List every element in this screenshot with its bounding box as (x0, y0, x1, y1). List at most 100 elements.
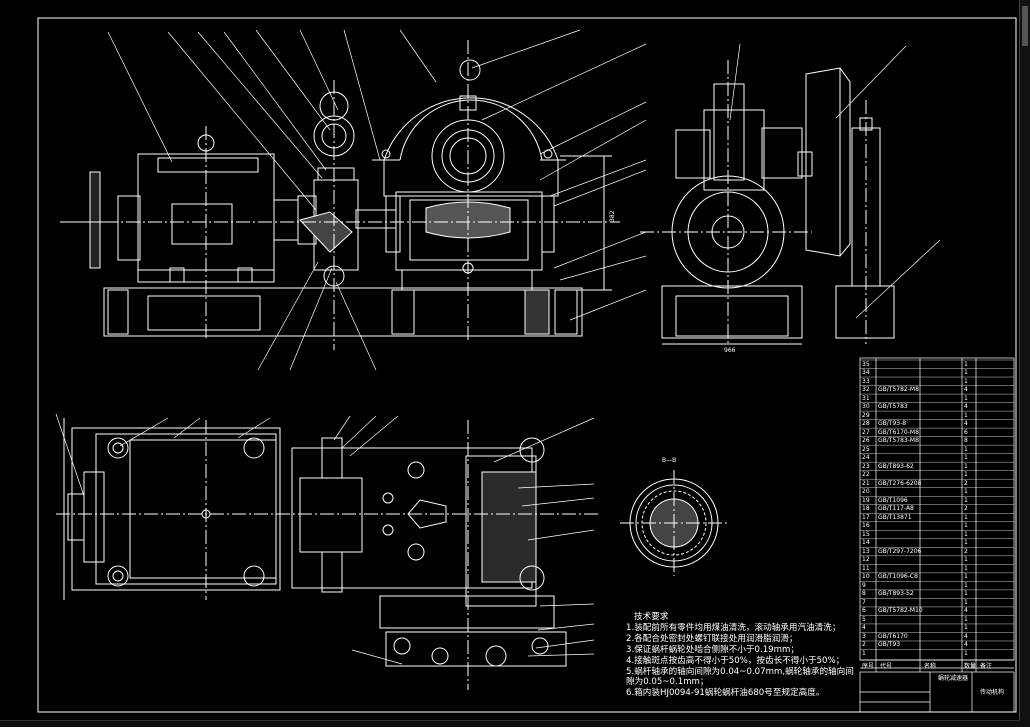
bom-cell: 11 (862, 564, 870, 572)
top-view (56, 418, 600, 690)
tech-req-line: 3.保证蜗杆蜗轮处啮合侧隙不小于0.19mm； (626, 644, 799, 655)
bom-cell: 1 (964, 556, 968, 564)
bom-cell: 1 (964, 539, 968, 547)
bom-cell: 1 (964, 445, 968, 453)
bom-cell: 4 (964, 641, 968, 649)
section-b-b (620, 470, 728, 576)
bom-cell: 3 (862, 632, 866, 640)
bom-cell: 13 (862, 547, 870, 555)
bom-cell: 6 (964, 428, 968, 436)
bom-cell: GB/T276-6208 (878, 479, 922, 487)
bom-cell: 4 (964, 607, 968, 615)
title-block-unit: 传动机构 (980, 688, 1004, 696)
bom-cell: 32 (862, 386, 870, 394)
bom-cell: 4 (964, 420, 968, 428)
bom-cell: 4 (862, 624, 866, 632)
bom-header-cell: 数量 (964, 663, 977, 670)
bom-cell: 34 (862, 369, 870, 376)
bom-cell: 1 (964, 522, 968, 530)
bom-cell: 23 (862, 462, 870, 470)
bom-cell: GB/T93 (878, 641, 901, 649)
bom-cell: 29 (862, 411, 870, 419)
bom-cell: 1 (964, 377, 968, 385)
bom-cell: 1 (964, 369, 968, 376)
bom-cell: 1 (964, 454, 968, 462)
bom-cell: GB/T6170 (878, 632, 908, 640)
bom-table-grid (859, 357, 1015, 713)
bom-cell: 21 (862, 479, 870, 487)
bom-header-cell: 序号 (862, 663, 875, 670)
bom-rows (860, 359, 1014, 650)
bom-cell: GB/T1096 (878, 496, 908, 504)
bom-cell: 16 (862, 522, 870, 530)
bom-cell: 1 (964, 573, 968, 581)
bom-cell: 17 (862, 513, 870, 521)
bom-cell: 1 (964, 530, 968, 538)
bom-cell: 26 (862, 437, 870, 445)
bom-cell: 15 (862, 530, 870, 538)
bom-cell: 10 (862, 573, 870, 581)
bom-cell: 1 (964, 488, 968, 496)
bom-cell: 7 (862, 598, 866, 606)
leader-lines (55, 29, 941, 665)
bom-header-cell: 名称 (924, 663, 937, 670)
bom-cell: 9 (862, 581, 866, 589)
tech-req-line: 5.蜗杆轴承的轴向间隙为0.04~0.07mm,蜗轮轴承的轴向间隙为0.05~0… (626, 666, 854, 688)
title-block-name: 蜗轮减速器 (938, 674, 968, 682)
bom-cell: 28 (862, 420, 870, 428)
bom-cell: 1 (964, 598, 968, 606)
tech-req-line: 1.装配前所有零件均用煤油清洗，滚动轴承用汽油清洗； (626, 622, 841, 633)
bom-cell: GB/T297-7206 (878, 547, 922, 555)
bom-cell: 8 (862, 590, 866, 598)
bom-cell: 5 (862, 615, 866, 623)
bom-cell: GB/T893-52 (878, 590, 914, 598)
bom-cell: GB/T117-A8 (878, 505, 914, 513)
dimension-width: 966 (724, 347, 736, 354)
bom-cell: 1 (964, 411, 968, 419)
bom-cell: 4 (964, 386, 968, 394)
bom-cell: 22 (862, 471, 870, 479)
horizontal-scrollbar[interactable] (0, 720, 1020, 727)
bom-cell: 1 (964, 581, 968, 589)
drawing-border (37, 17, 1017, 713)
bom-cell: 18 (862, 505, 870, 513)
technical-requirements: 技术要求 1.装配前所有零件均用煤油清洗，滚动轴承用汽油清洗； 2.各配合处密封… (626, 612, 856, 699)
bom-cell: 1 (964, 360, 968, 368)
tech-req-title: 技术要求 (634, 612, 669, 622)
bom-cell: 1 (964, 471, 968, 479)
bom-cell: 30 (862, 403, 870, 411)
bom-cell: 33 (862, 377, 870, 385)
bom-cell: 35 (862, 360, 870, 368)
front-view (60, 40, 620, 350)
bom-cell: GB/T1096-C8 (878, 573, 918, 581)
bom-cell: 1 (964, 615, 968, 623)
bom-cell: 1 (964, 513, 968, 521)
bom-cell: 1 (862, 649, 866, 657)
side-view (640, 60, 895, 345)
bom-cell: 1 (964, 462, 968, 470)
bom-cell: 1 (964, 564, 968, 572)
bom-cell: GB/T5783 (878, 403, 908, 411)
section-label: B—B (662, 457, 676, 464)
bom-cell: 20 (862, 488, 870, 496)
scrollbar-thumb[interactable] (1022, 6, 1028, 46)
bom-cell: 2 (862, 641, 866, 649)
bom-cell: 1 (964, 394, 968, 402)
bom-cell: 25 (862, 445, 870, 453)
bom-cell: GB/T5782-M10 (878, 607, 923, 615)
bom-cell: GB/T5783-M8 (878, 437, 919, 445)
bom-cell: 1 (964, 649, 968, 657)
bom-cell: 1 (964, 496, 968, 504)
bom-cell: 31 (862, 394, 870, 402)
bom-cell: 24 (862, 454, 870, 462)
bom-cell: 4 (964, 403, 968, 411)
bom-cell: 1 (964, 624, 968, 632)
vertical-scrollbar[interactable] (1019, 0, 1030, 727)
bom-cell: 12 (862, 556, 870, 564)
bom-header-cell: 代号 (880, 663, 893, 670)
bom-cell: 6 (862, 607, 866, 615)
bom-cell: 2 (964, 547, 968, 555)
bom-cell: 14 (862, 539, 870, 547)
